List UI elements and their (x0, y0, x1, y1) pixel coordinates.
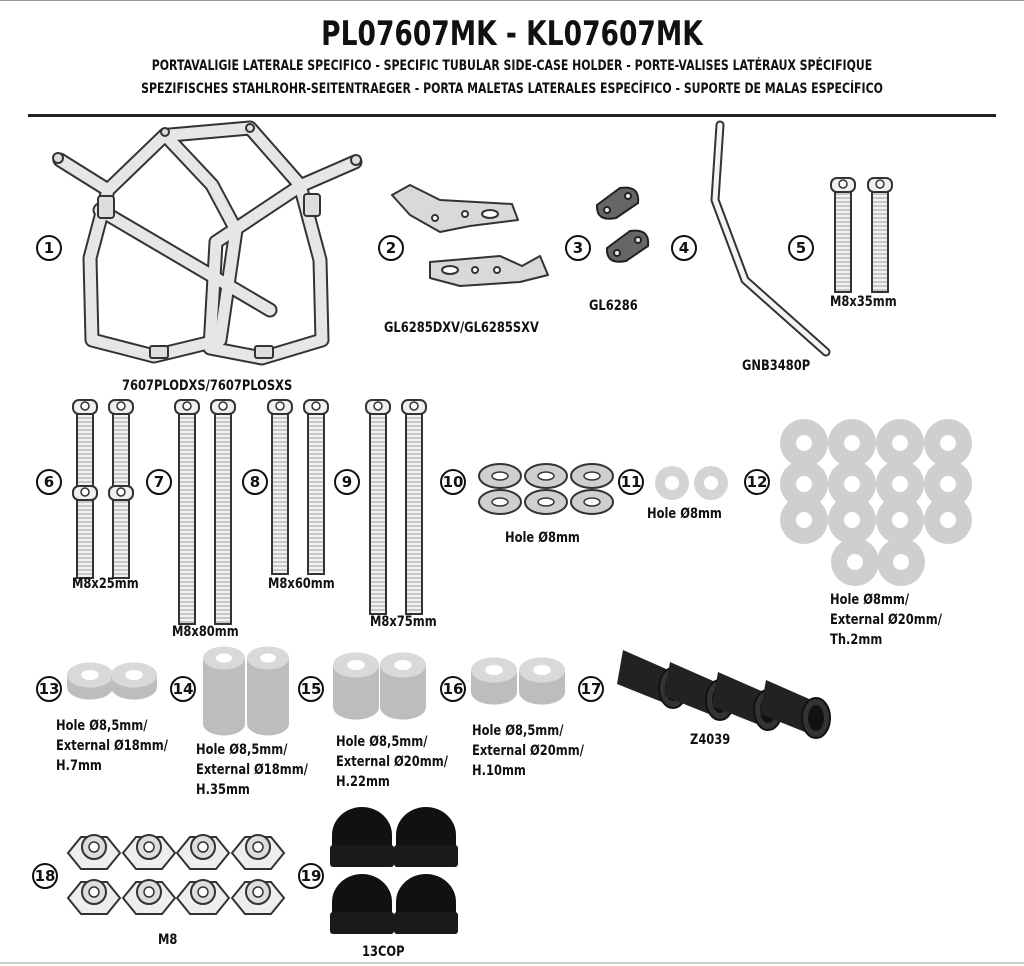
part-number-13: 13 (36, 676, 62, 702)
part-label-17: Z4039 (690, 732, 731, 748)
part-label-16-line1: Hole Ø8,5mm/ (472, 723, 564, 739)
part-label-18: M8 (158, 932, 178, 948)
part-label-3: GL6286 (589, 298, 638, 314)
part-number-15: 15 (298, 676, 324, 702)
part-number-16: 16 (440, 676, 466, 702)
part-number-11: 11 (618, 469, 644, 495)
part-label-9: M8x75mm (370, 614, 437, 630)
subtitle-line-2: SPEZIFISCHES STAHLROHR-SEITENTRAEGER - P… (141, 81, 883, 97)
part-number-19: 19 (298, 863, 324, 889)
part-label-8: M8x60mm (268, 576, 335, 592)
part-label-4: GNB3480P (742, 358, 811, 374)
part-label-10: Hole Ø8mm (505, 530, 580, 546)
part-number-1: 1 (36, 235, 62, 261)
bottom-border (0, 962, 1024, 964)
part-label-12-line2: External Ø20mm/ (830, 612, 942, 628)
part-label-16-line3: H.10mm (472, 763, 526, 779)
part-number-7: 7 (146, 469, 172, 495)
bracket-illustration (391, 184, 549, 287)
part-number-10: 10 (440, 469, 466, 495)
page-title: PL07607MK - KL07607MK (321, 14, 703, 54)
part-number-17: 17 (578, 676, 604, 702)
header-rule (28, 114, 996, 117)
part-number-6: 6 (36, 469, 62, 495)
part-label-11: Hole Ø8mm (647, 506, 722, 522)
part-label-14-line3: H.35mm (196, 782, 250, 798)
side-case-frame-illustration (52, 120, 363, 366)
plate-illustration (595, 186, 650, 263)
part-label-13-line1: Hole Ø8,5mm/ (56, 718, 148, 734)
washers-spacers-illustration (66, 419, 972, 934)
part-label-13-line3: H.7mm (56, 758, 102, 774)
part-label-7: M8x80mm (172, 624, 239, 640)
part-label-1: 7607PLODXS/7607PLOSXS (122, 378, 293, 394)
part-label-14-line1: Hole Ø8,5mm/ (196, 742, 288, 758)
part-label-13-line2: External Ø18mm/ (56, 738, 168, 754)
part-number-4: 4 (671, 235, 697, 261)
part-number-9: 9 (334, 469, 360, 495)
strap-illustration (710, 120, 831, 357)
part-label-15-line1: Hole Ø8,5mm/ (336, 734, 428, 750)
part-label-12-line3: Th.2mm (830, 632, 883, 648)
part-number-3: 3 (565, 235, 591, 261)
part-label-6: M8x25mm (72, 576, 139, 592)
part-number-8: 8 (242, 469, 268, 495)
part-label-16-line2: External Ø20mm/ (472, 743, 584, 759)
part-label-2: GL6285DXV/GL6285SXV (384, 320, 539, 336)
part-label-12-line1: Hole Ø8mm/ (830, 592, 910, 608)
part-label-5: M8x35mm (830, 294, 897, 310)
part-label-15-line3: H.22mm (336, 774, 390, 790)
bolts-illustration (72, 177, 893, 625)
part-number-14: 14 (170, 676, 196, 702)
part-label-14-line2: External Ø18mm/ (196, 762, 308, 778)
part-number-5: 5 (788, 235, 814, 261)
part-label-19: 13COP (362, 944, 405, 960)
part-number-12: 12 (744, 469, 770, 495)
top-border (0, 0, 1024, 1)
part-number-2: 2 (378, 235, 404, 261)
part-label-15-line2: External Ø20mm/ (336, 754, 448, 770)
subtitle-line-1: PORTAVALIGIE LATERALE SPECIFICO - SPECIF… (151, 58, 873, 74)
part-number-18: 18 (32, 863, 58, 889)
